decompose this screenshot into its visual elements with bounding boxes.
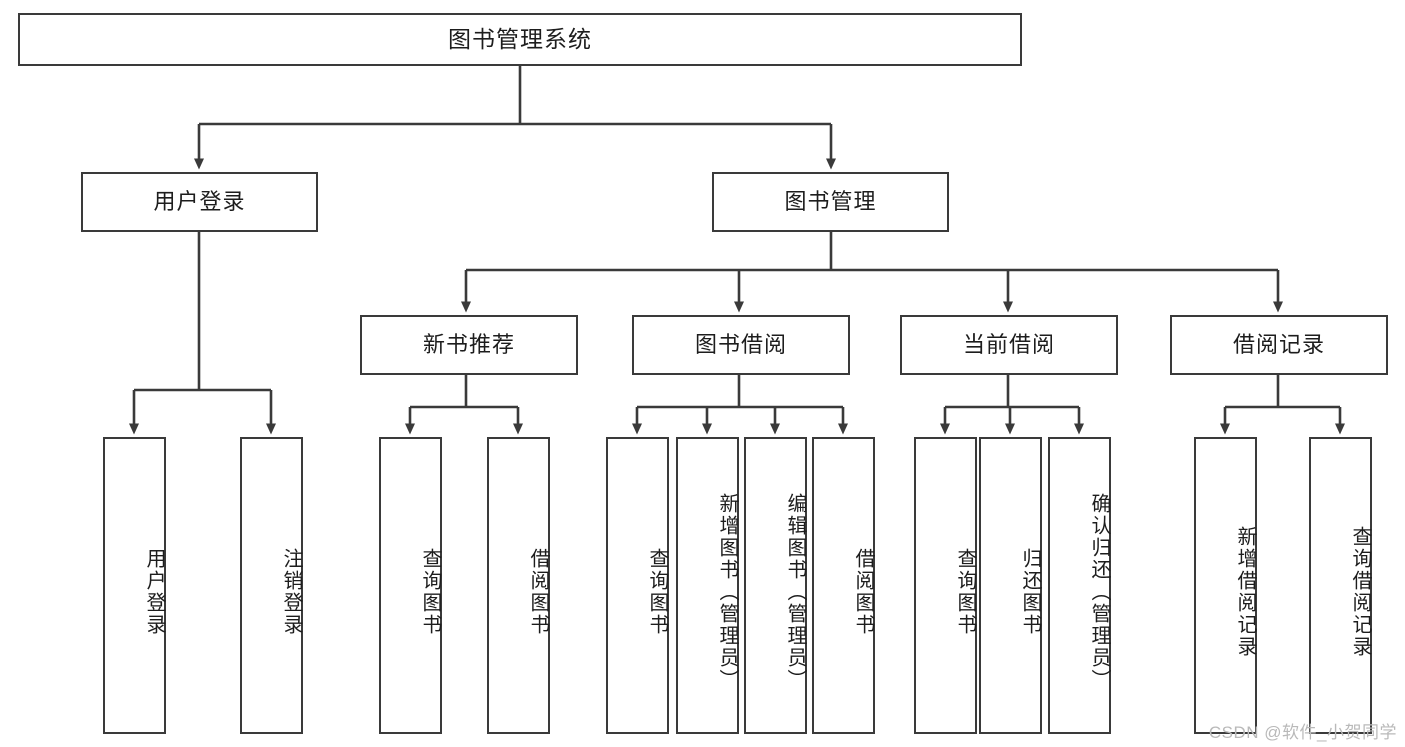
leaf-user-login-logout[interactable]: 注销登录	[240, 437, 303, 734]
leaf-new-book-query-label: 查询图书	[419, 547, 441, 636]
node-root-system-label: 图书管理系统	[448, 25, 592, 52]
node-book-management-label: 图书管理	[784, 188, 877, 214]
leaf-book-borrow-add-label: 新增图书（管理员）	[716, 492, 738, 691]
node-book-management[interactable]: 图书管理	[712, 172, 949, 232]
watermark: CSDN @软件_小贺同学	[1209, 718, 1397, 743]
watermark-text: CSDN @软件_小贺同学	[1208, 723, 1397, 742]
node-new-book-recommend-label: 新书推荐	[422, 331, 515, 357]
leaf-book-borrow-query-label: 查询图书	[646, 547, 668, 636]
leaf-borrow-record-query[interactable]: 查询借阅记录	[1309, 437, 1372, 734]
node-borrow-record-label: 借阅记录	[1232, 331, 1325, 357]
leaf-book-borrow-borrow-label: 借阅图书	[852, 547, 874, 636]
leaf-current-borrow-confirm-label: 确认归还（管理员）	[1088, 492, 1110, 691]
leaf-borrow-record-add-label: 新增借阅记录	[1234, 525, 1256, 658]
leaf-current-borrow-query-label: 查询图书	[954, 547, 976, 636]
node-borrow-record[interactable]: 借阅记录	[1170, 315, 1388, 375]
node-root-system[interactable]: 图书管理系统	[18, 13, 1022, 66]
leaf-user-login-logout-label: 注销登录	[280, 547, 302, 636]
leaf-new-book-borrow[interactable]: 借阅图书	[487, 437, 550, 734]
leaf-book-borrow-edit-label: 编辑图书（管理员）	[784, 492, 806, 691]
node-user-login[interactable]: 用户登录	[81, 172, 318, 232]
node-current-borrow[interactable]: 当前借阅	[900, 315, 1118, 375]
leaf-new-book-borrow-label: 借阅图书	[527, 547, 549, 636]
leaf-book-borrow-add[interactable]: 新增图书（管理员）	[676, 437, 739, 734]
leaf-user-login-login[interactable]: 用户登录	[103, 437, 166, 734]
leaf-current-borrow-return-label: 归还图书	[1019, 547, 1041, 636]
leaf-borrow-record-query-label: 查询借阅记录	[1349, 525, 1371, 658]
node-user-login-label: 用户登录	[153, 188, 246, 214]
leaf-borrow-record-add[interactable]: 新增借阅记录	[1194, 437, 1257, 734]
leaf-current-borrow-query[interactable]: 查询图书	[914, 437, 977, 734]
leaf-book-borrow-query[interactable]: 查询图书	[606, 437, 669, 734]
leaf-book-borrow-borrow[interactable]: 借阅图书	[812, 437, 875, 734]
node-current-borrow-label: 当前借阅	[962, 331, 1055, 357]
leaf-new-book-query[interactable]: 查询图书	[379, 437, 442, 734]
leaf-book-borrow-edit[interactable]: 编辑图书（管理员）	[744, 437, 807, 734]
node-new-book-recommend[interactable]: 新书推荐	[360, 315, 578, 375]
leaf-current-borrow-return[interactable]: 归还图书	[979, 437, 1042, 734]
leaf-user-login-login-label: 用户登录	[143, 547, 165, 636]
node-book-borrow-label: 图书借阅	[694, 331, 787, 357]
node-book-borrow[interactable]: 图书借阅	[632, 315, 850, 375]
leaf-current-borrow-confirm[interactable]: 确认归还（管理员）	[1048, 437, 1111, 734]
